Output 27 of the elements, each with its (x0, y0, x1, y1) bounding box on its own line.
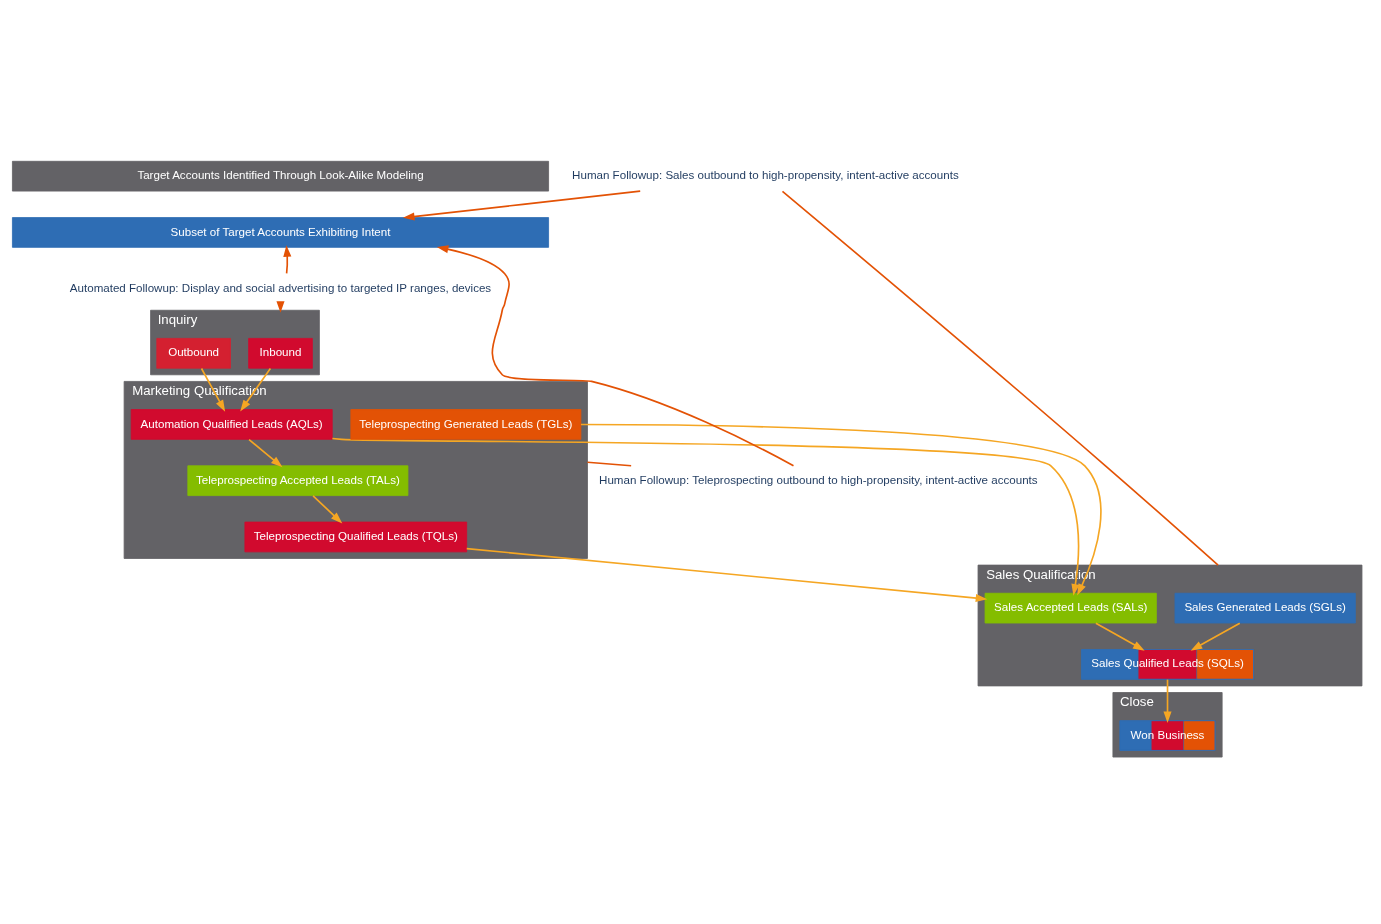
connector (781, 190, 1219, 566)
node-box: Inbound (248, 337, 313, 369)
node-box: Sales Accepted Leads (SALs) (984, 592, 1157, 623)
arrow (1190, 621, 1241, 651)
arrow (331, 437, 1080, 596)
arrow (283, 244, 292, 274)
node-box: Teleprospecting Accepted Leads (TALs) (187, 464, 409, 496)
node-text: Human Followup: Teleprospecting outbound to high-propensity, intent-active accounts (599, 473, 1038, 486)
node-box: Outbound (156, 337, 231, 369)
node-box: Teleprospecting Generated Leads (TGLs) (350, 408, 582, 440)
node-text: Human Followup: Sales outbound to high-propensity, intent-active accounts (572, 168, 959, 181)
arrow (1095, 621, 1145, 651)
arrow (312, 494, 343, 523)
node-box: Automation Qualified Leads (AQLs) (130, 408, 333, 440)
arrow (465, 547, 988, 602)
node-box: Teleprospecting Qualified Leads (TQLs) (244, 521, 468, 552)
arrow (580, 423, 1102, 595)
arrow (1163, 678, 1172, 723)
arrow (248, 438, 283, 467)
arrow (240, 367, 272, 411)
node-box: Target Accounts Identified Through Look-Alike Modeling (12, 160, 549, 191)
connector (586, 460, 632, 467)
node-box: Subset of Target Accounts Exhibiting Intent (12, 216, 549, 248)
node-text: Automated Followup: Display and social advertising to targeted IP ranges, devices (69, 281, 492, 294)
node-box: Sales Generated Leads (SGLs) (1174, 592, 1356, 623)
arrow (402, 189, 642, 221)
arrow (436, 244, 795, 467)
